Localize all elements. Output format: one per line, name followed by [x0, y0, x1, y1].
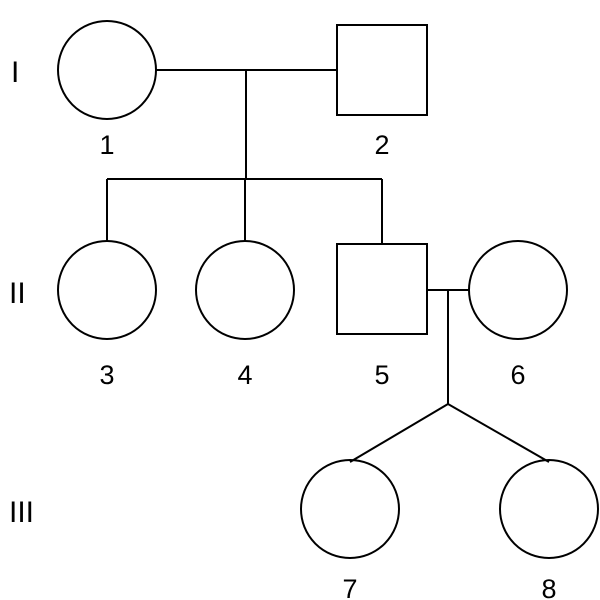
individual-6-female-symbol [468, 240, 568, 340]
connector-lines [106, 69, 550, 463]
individual-2-male-symbol [336, 24, 428, 116]
twin-line-7 [349, 403, 449, 463]
individual-8-label: 8 [541, 574, 556, 600]
individual-4-female-symbol [195, 240, 295, 340]
individual-1-label: 1 [99, 130, 114, 160]
individual-4-label: 4 [237, 360, 252, 390]
individual-1-female-symbol [57, 20, 157, 120]
generation-label-II: II [9, 277, 26, 310]
generation-label-I: I [11, 56, 19, 89]
individual-7-female-symbol [300, 459, 400, 559]
individual-3-female-symbol [57, 240, 157, 340]
individual-5-male-symbol [336, 243, 428, 335]
individual-3-label: 3 [99, 360, 114, 390]
individual-2-label: 2 [374, 130, 389, 160]
individual-7-label: 7 [342, 574, 357, 600]
individual-5-label: 5 [374, 360, 389, 390]
individual-8-female-symbol [499, 459, 599, 559]
generation-label-III: III [9, 496, 34, 529]
twin-line-8 [447, 403, 550, 463]
individual-6-label: 6 [510, 360, 525, 390]
